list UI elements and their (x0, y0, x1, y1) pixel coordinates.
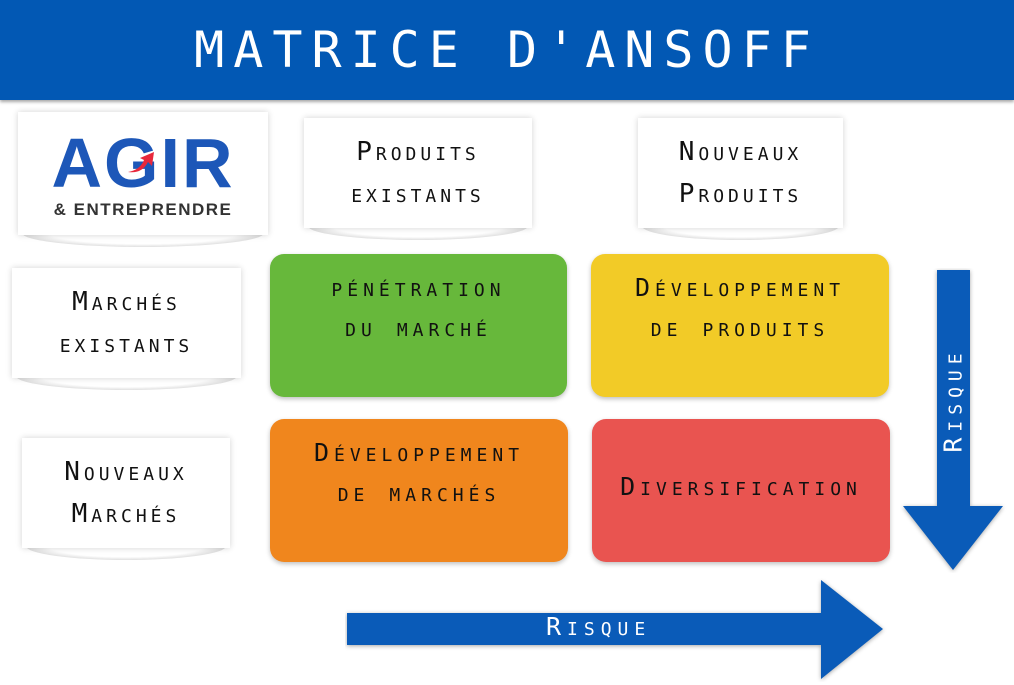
row-header-line2: Marchés (71, 499, 181, 529)
column-header-line2: Produits (678, 179, 803, 209)
cell-line1: Développement (313, 437, 525, 467)
row-header-line1: Marchés (72, 287, 181, 317)
cell-product-development: Développement de produits (591, 254, 889, 397)
column-header-new-products: Nouveaux Produits (638, 118, 843, 240)
cell-line1: Diversification (620, 471, 862, 501)
agir-logo: AGIR & ENTREPRENDRE (18, 112, 268, 247)
column-header-line2: existants (351, 179, 485, 209)
title-banner: MATRICE D'ANSOFF (0, 0, 1014, 100)
cell-line2: de produits (650, 312, 830, 342)
cell-line2: du marché (345, 312, 492, 342)
row-header-existing-markets: Marchés existants (12, 268, 241, 390)
row-header-new-markets: Nouveaux Marchés (22, 438, 230, 560)
logo-arrow-icon (128, 152, 154, 173)
logo-wordmark: AGIR (52, 128, 235, 198)
row-header-line1: Nouveaux (64, 457, 188, 487)
cell-market-penetration: pénétration du marché (270, 254, 567, 397)
column-header-line1: Produits (356, 137, 480, 167)
horizontal-risk-label: Risque (546, 612, 652, 641)
vertical-risk-label: Risque (938, 347, 968, 453)
column-header-line1: Nouveaux (678, 137, 803, 167)
page-title: MATRICE D'ANSOFF (194, 21, 820, 79)
column-header-existing-products: Produits existants (304, 118, 532, 240)
vertical-risk-arrow-icon (903, 270, 1003, 570)
cell-line1: Développement (634, 272, 846, 302)
cell-market-development: Développement de marchés (270, 419, 568, 562)
cell-line2: de marchés (337, 477, 501, 507)
row-header-line2: existants (59, 329, 194, 359)
cell-diversification: Diversification (592, 419, 890, 562)
logo-subtitle: & ENTREPRENDRE (53, 199, 233, 219)
cell-line1: pénétration (331, 272, 506, 302)
horizontal-risk-arrow-icon (347, 580, 883, 679)
